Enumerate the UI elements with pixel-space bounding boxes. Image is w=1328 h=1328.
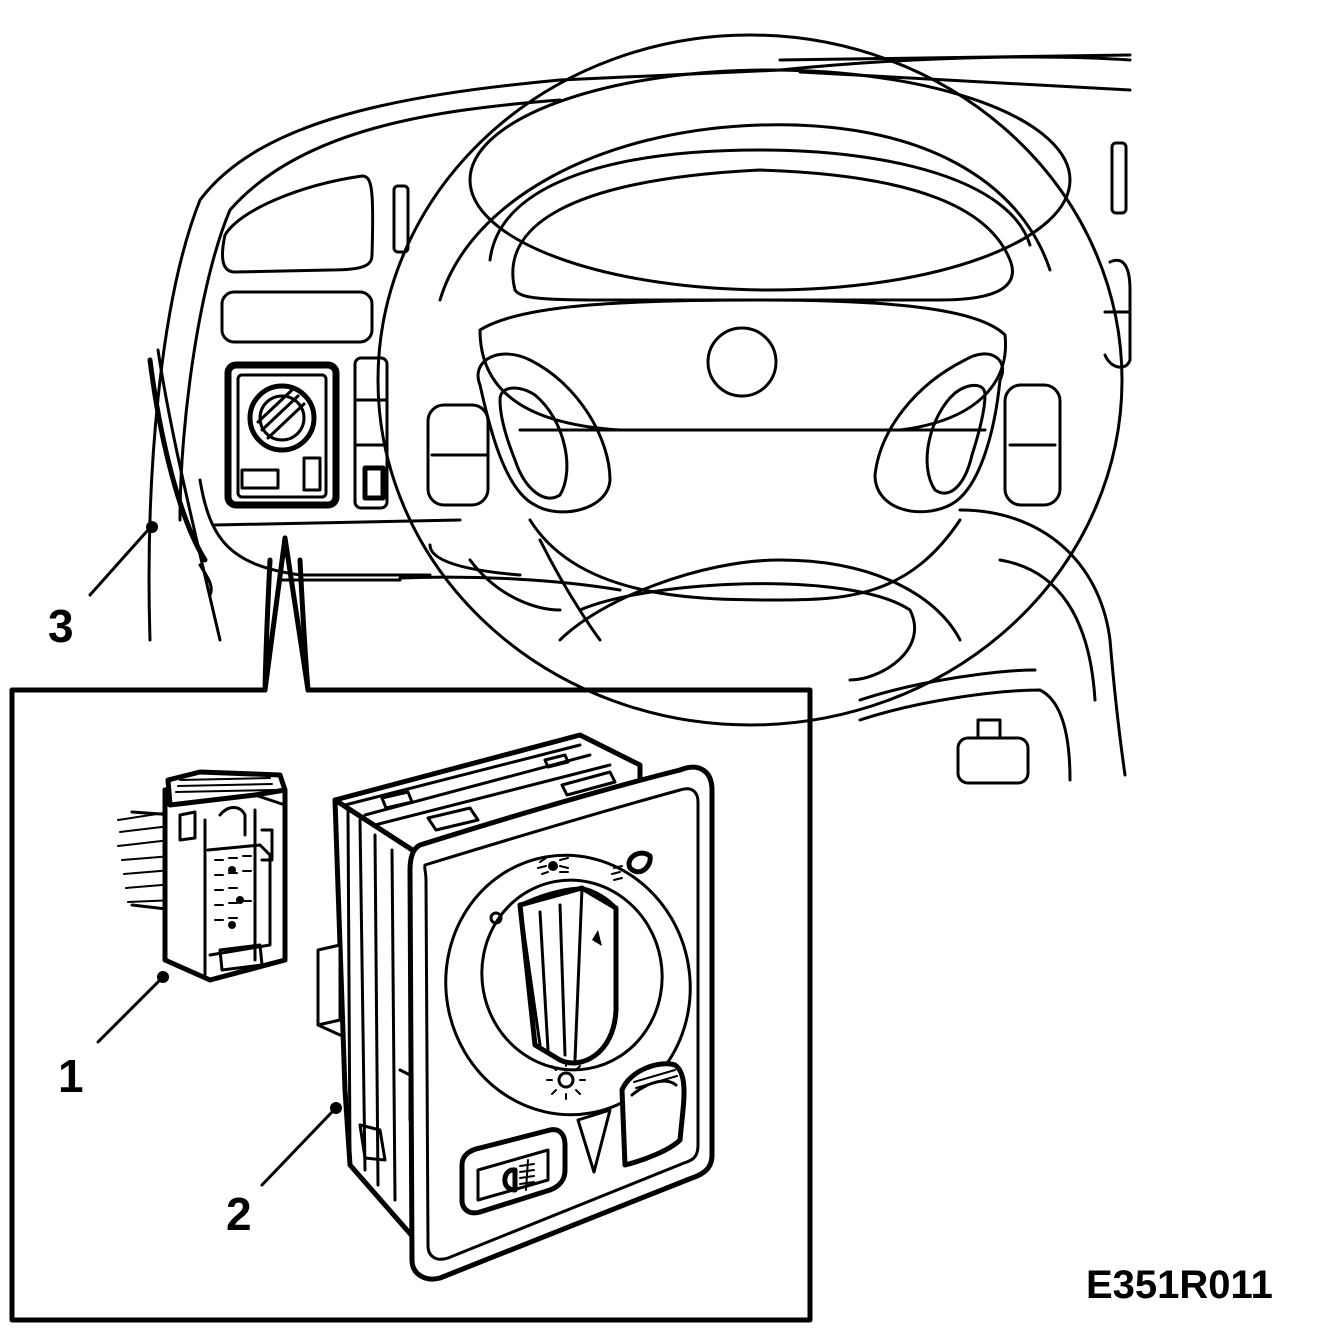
figure-code: E351R011 [1086,1263,1273,1307]
callout-label-1: 1 [58,1050,84,1102]
parking-light-icon [537,857,569,875]
headlight-icon [611,850,653,881]
callout-label-3: 3 [48,600,74,652]
rear-fog-rocker [619,1061,687,1168]
inset-frame [9,535,813,1323]
dash-light-switch [224,361,340,509]
callout-3 [88,521,158,597]
front-fog-button [459,1127,568,1216]
callout-2 [260,1102,342,1187]
callout-label-2: 2 [226,1188,252,1240]
callout-1 [96,971,169,1044]
off-position-icon [489,911,503,925]
connector [117,769,288,983]
light-switch-module [316,732,715,1282]
dashboard-overview [147,33,1132,785]
dimmer-sun-icon [546,1060,586,1100]
front-fog-light-icon [502,1159,535,1193]
